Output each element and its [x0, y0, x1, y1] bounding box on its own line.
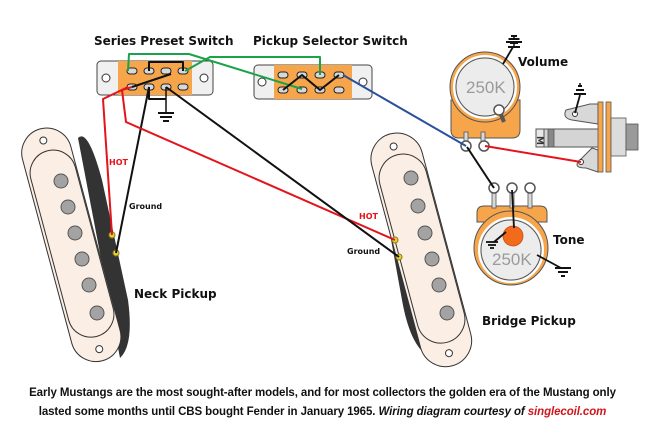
green-wire	[184, 56, 321, 75]
blue-wire	[342, 74, 467, 147]
neck-pickup-label: Neck Pickup	[134, 287, 217, 301]
tone-value: 250K	[492, 250, 532, 269]
green-wire	[127, 53, 303, 90]
ground-symbol	[508, 36, 520, 48]
volume-pot	[449, 51, 521, 152]
wires	[102, 53, 582, 258]
caption: Early Mustangs are the most sought-after…	[0, 384, 645, 422]
bridge-pickup-label: Bridge Pickup	[482, 314, 576, 328]
ground-symbol	[555, 267, 571, 277]
caption-credit: Wiring diagram courtesy of	[378, 406, 525, 418]
ground-symbol	[574, 83, 586, 95]
selector-jumper	[282, 74, 340, 91]
singlecoil-link[interactable]: singlecoil.com	[527, 406, 607, 418]
tone-capacitor	[502, 225, 524, 247]
neck-hot-label: HOT	[109, 158, 128, 167]
hot-wire	[484, 145, 582, 163]
hot-wire	[121, 86, 396, 241]
bridge-pickup	[370, 132, 473, 368]
bridge-hot-label: HOT	[359, 212, 378, 221]
ground-wire	[131, 73, 172, 88]
tone-label: Tone	[553, 233, 585, 247]
selector-switch-label: Pickup Selector Switch	[253, 34, 408, 48]
ground-wire	[165, 86, 400, 258]
ground-symbol	[486, 241, 498, 249]
volume-value: 250K	[466, 78, 506, 97]
tone-pot	[473, 182, 549, 286]
volume-label: Volume	[518, 55, 568, 69]
neck-ground-label: Ground	[129, 202, 162, 211]
jack-mark: M	[534, 136, 544, 145]
bridge-ground-label: Ground	[347, 247, 380, 256]
caption-line-1: Early Mustangs are the most sought-after…	[29, 387, 616, 399]
hot-wire	[102, 86, 129, 236]
caption-line-2: lasted some months until CBS bought Fend…	[0, 403, 645, 422]
wiring-diagram: Series Preset Switch Pickup Selector Swi…	[21, 34, 639, 368]
output-jack: M	[534, 101, 639, 173]
series-switch-label: Series Preset Switch	[94, 34, 234, 48]
ground-wire	[115, 86, 150, 254]
ground-wire	[148, 61, 184, 71]
ground-wire	[466, 146, 495, 189]
neck-pickup	[21, 127, 130, 363]
caption-main: lasted some months until CBS bought Fend…	[38, 406, 376, 418]
